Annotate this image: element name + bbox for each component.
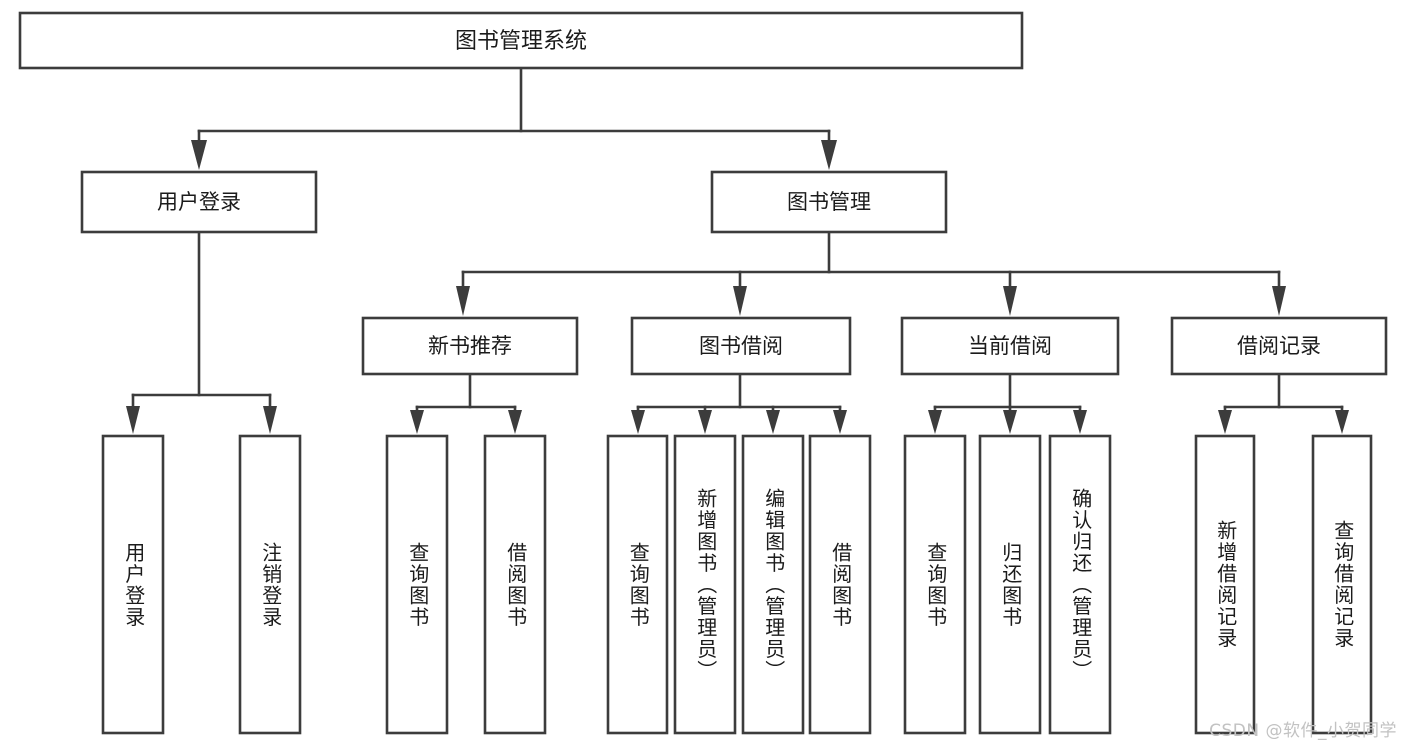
arrow-head-new-book-recommend (456, 286, 470, 316)
arrow-head-leaf-query-book-1 (410, 410, 424, 434)
leaf-boxes (101, 434, 1373, 735)
current-borrow-box[interactable] (900, 316, 1120, 376)
node-root-system[interactable]: 图书管理系统 (18, 11, 1024, 70)
node-book-borrow[interactable]: 图书借阅 (630, 316, 852, 376)
arrow-head-leaf-query-book-3 (928, 410, 942, 434)
connectors-bookmgmt-to-level3 (456, 230, 1286, 316)
arrow-head-leaf-query-borrow-record (1335, 410, 1349, 434)
book-borrow-box[interactable] (630, 316, 852, 376)
arrow-head-book-management (821, 140, 837, 170)
new-book-recommend-box[interactable] (361, 316, 579, 376)
leaf-box-add-book-admin[interactable] (673, 434, 737, 735)
watermark-text: CSDN @软件_小贺同学 (1209, 721, 1397, 741)
arrow-head-leaf-borrow-book-2 (833, 410, 847, 434)
node-borrow-record[interactable]: 借阅记录 (1170, 316, 1388, 376)
leaf-box-edit-book-admin[interactable] (741, 434, 805, 735)
connectors-root-to-level2 (191, 66, 837, 170)
node-user-login[interactable]: 用户登录 (80, 170, 318, 234)
root-label: 图书管理系统 (455, 29, 587, 54)
current-borrow-label: 当前借阅 (968, 334, 1052, 358)
leaf-box-confirm-return-admin[interactable] (1048, 434, 1112, 735)
connectors-currentborrow-to-leaves (928, 372, 1087, 434)
node-current-borrow[interactable]: 当前借阅 (900, 316, 1120, 376)
leaf-box-query-book-3[interactable] (903, 434, 967, 735)
connectors-newbook-to-leaves (410, 372, 522, 434)
leaf-box-return-book[interactable] (978, 434, 1042, 735)
node-new-book-recommend[interactable]: 新书推荐 (361, 316, 579, 376)
borrow-record-label: 借阅记录 (1237, 334, 1321, 358)
book-management-label: 图书管理 (787, 190, 871, 214)
arrow-head-leaf-add-borrow-record (1218, 410, 1232, 434)
arrow-head-leaf-logout-login (263, 406, 277, 434)
arrow-head-leaf-edit-book-admin (766, 410, 780, 434)
new-book-recommend-label: 新书推荐 (428, 334, 512, 358)
leaf-box-query-borrow-record[interactable] (1311, 434, 1373, 735)
arrow-head-book-borrow (733, 286, 747, 316)
book-management-box[interactable] (710, 170, 948, 234)
leaf-box-borrow-book-2[interactable] (808, 434, 872, 735)
borrow-record-box[interactable] (1170, 316, 1388, 376)
root-box[interactable] (18, 11, 1024, 70)
leaf-box-query-book-2[interactable] (606, 434, 669, 735)
leaf-box-borrow-book-1[interactable] (483, 434, 547, 735)
arrow-head-leaf-query-book-2 (631, 410, 645, 434)
arrow-head-leaf-add-book-admin (698, 410, 712, 434)
arrow-head-leaf-confirm-return-admin (1073, 410, 1087, 434)
leaf-box-logout-login[interactable] (238, 434, 302, 735)
arrow-head-current-borrow (1003, 286, 1017, 316)
connectors-userlogin-to-leaves (126, 230, 277, 434)
arrow-head-leaf-return-book (1003, 410, 1017, 434)
node-book-management[interactable]: 图书管理 (710, 170, 948, 234)
leaf-box-query-book-1[interactable] (385, 434, 449, 735)
connectors-bookborrow-to-leaves (631, 372, 847, 434)
leaf-box-add-borrow-record[interactable] (1194, 434, 1256, 735)
connectors-borrowrecord-to-leaves (1218, 372, 1349, 434)
user-login-box[interactable] (80, 170, 318, 234)
arrow-head-borrow-record (1272, 286, 1286, 316)
user-login-label: 用户登录 (157, 190, 241, 214)
arrow-head-leaf-borrow-book-1 (508, 410, 522, 434)
arrow-head-user-login (191, 140, 207, 170)
leaf-box-user-login[interactable] (101, 434, 165, 735)
book-borrow-label: 图书借阅 (699, 334, 783, 358)
arrow-head-leaf-user-login (126, 406, 140, 434)
